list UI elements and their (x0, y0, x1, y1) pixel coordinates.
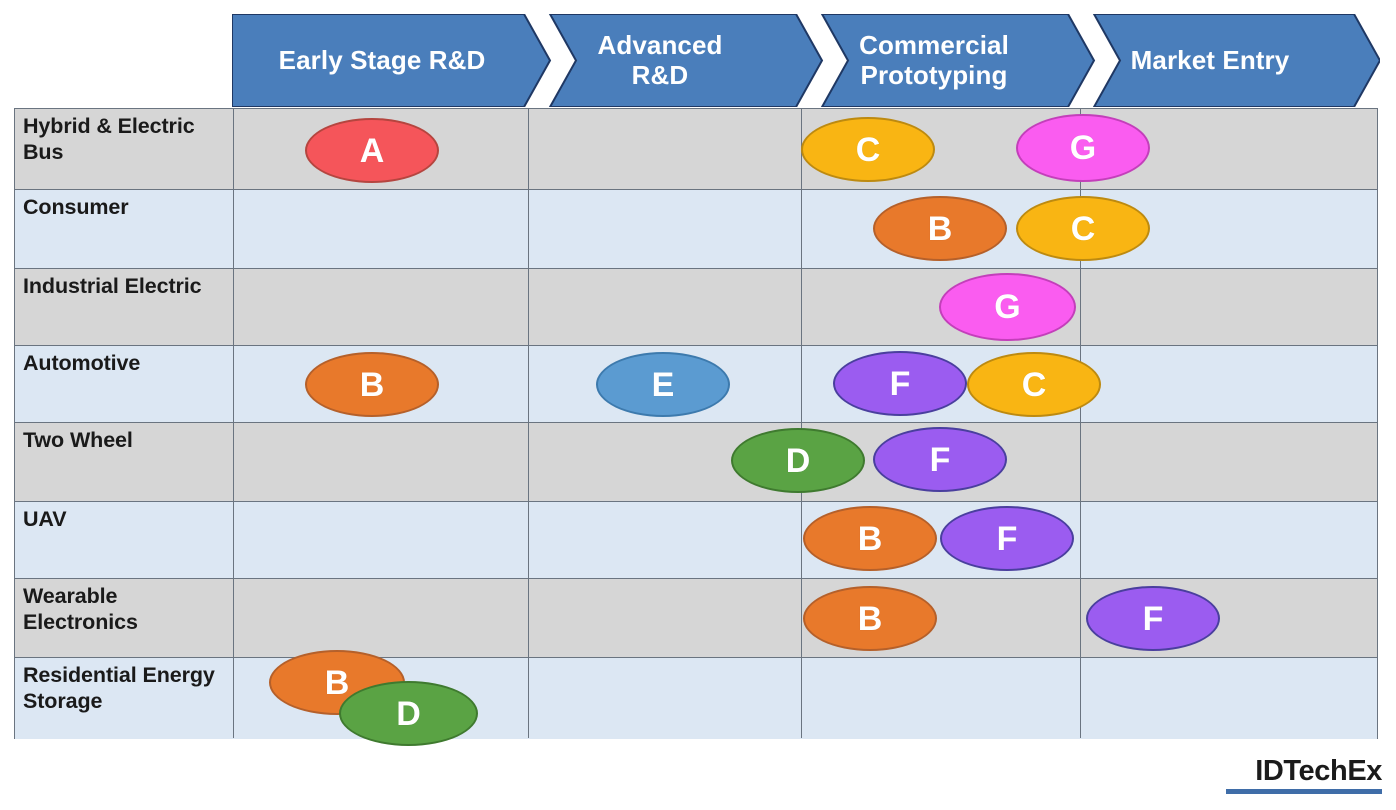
chevron-segment-4[interactable] (1092, 14, 1380, 107)
chevron-segment-1[interactable] (232, 14, 552, 107)
marker-b[interactable]: B (803, 586, 937, 651)
chevron-segment-3[interactable] (820, 14, 1096, 107)
marker-label: C (1070, 209, 1096, 248)
marker-f[interactable]: F (833, 351, 967, 416)
marker-label: D (785, 441, 811, 480)
row-label-consumer: Consumer (23, 195, 129, 219)
marker-c[interactable]: C (1016, 196, 1150, 261)
marker-d[interactable]: D (731, 428, 865, 493)
row-label-two-wheel: Two Wheel (23, 428, 133, 452)
marker-c[interactable]: C (801, 117, 935, 182)
row-label-wearable-electronics: Wearable Electronics (23, 584, 138, 635)
marker-label: G (1069, 129, 1097, 167)
matrix-row: UAV (15, 502, 1377, 579)
marker-label: C (855, 130, 881, 169)
marker-label: C (1021, 365, 1047, 404)
marker-label: B (359, 365, 385, 404)
matrix-row: Consumer (15, 190, 1377, 269)
marker-label: F (889, 364, 911, 403)
row-label-residential-energy-storage: Residential Energy Storage (23, 663, 215, 714)
matrix-row: Residential Energy Storage (15, 658, 1377, 739)
row-label-industrial-electric: Industrial Electric (23, 274, 202, 298)
marker-b[interactable]: B (873, 196, 1007, 261)
marker-e[interactable]: E (596, 352, 730, 417)
logo-wordmark: IDTechEx (1255, 755, 1382, 787)
marker-label: B (324, 663, 350, 702)
marker-b[interactable]: B (803, 506, 937, 571)
marker-label: F (929, 440, 951, 479)
marker-label: B (857, 519, 883, 558)
logo-underline-bar (1226, 789, 1382, 794)
row-label-hybrid-electric-bus: Hybrid & Electric Bus (23, 114, 195, 165)
matrix-row: Hybrid & Electric Bus (15, 109, 1377, 190)
marker-g[interactable]: G (1016, 114, 1150, 182)
marker-label: D (396, 694, 421, 733)
marker-g[interactable]: G (939, 273, 1076, 341)
row-label-automotive: Automotive (23, 351, 141, 375)
marker-label: B (857, 599, 883, 638)
chevron-segment-2[interactable] (548, 14, 824, 107)
marker-f[interactable]: F (1086, 586, 1220, 651)
marker-b[interactable]: B (305, 352, 439, 417)
matrix-row: Industrial Electric (15, 269, 1377, 346)
marker-f[interactable]: F (873, 427, 1007, 492)
marker-label: F (996, 519, 1018, 558)
chevron-banner-svg (232, 14, 1380, 107)
marker-f[interactable]: F (940, 506, 1074, 571)
marker-d[interactable]: D (339, 681, 478, 746)
stage-header-band: Early Stage R&D Advanced R&D Commercial … (232, 14, 1380, 107)
marker-label: B (927, 209, 953, 248)
marker-a[interactable]: A (305, 118, 439, 183)
marker-c[interactable]: C (967, 352, 1101, 417)
marker-label: E (651, 365, 675, 404)
marker-label: A (359, 131, 385, 170)
marker-label: F (1142, 599, 1164, 638)
marker-label: G (994, 288, 1021, 326)
idtechex-logo: IDTechEx (1222, 757, 1382, 794)
matrix-row: Two Wheel (15, 423, 1377, 502)
row-label-uav: UAV (23, 507, 67, 531)
